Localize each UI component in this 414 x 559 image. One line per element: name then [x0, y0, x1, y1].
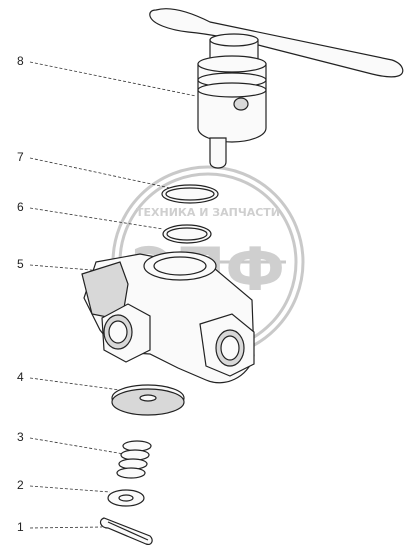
- callout-5: 5: [17, 257, 24, 271]
- callout-4: 4: [17, 370, 24, 384]
- watermark-top-text: ТЕХНИКА И ЗАПЧАСТИ: [136, 206, 280, 219]
- callout-2: 2: [17, 478, 24, 492]
- leader-line-3: [29, 437, 125, 455]
- part-2-small-washer: [107, 489, 145, 507]
- part-8-handle-stem: [149, 8, 404, 169]
- part-1-cotter-pin: [99, 517, 153, 545]
- leader-line-6: [29, 207, 164, 230]
- part-6-o-ring: [162, 224, 212, 244]
- part-7-o-ring: [161, 184, 219, 204]
- callout-6: 6: [17, 200, 24, 214]
- leader-line-1: [29, 526, 103, 529]
- leader-line-7: [29, 157, 171, 189]
- callout-8: 8: [17, 54, 24, 68]
- part-3-spring: [116, 440, 152, 479]
- callout-3: 3: [17, 430, 24, 444]
- leader-line-2: [29, 485, 111, 493]
- part-5-valve-body: [81, 251, 255, 384]
- callout-1: 1: [17, 520, 24, 534]
- leader-lines: [29, 61, 197, 529]
- leader-line-8: [29, 61, 197, 97]
- part-4-washer: [111, 384, 185, 416]
- leader-line-4: [29, 377, 121, 391]
- callout-7: 7: [17, 150, 24, 164]
